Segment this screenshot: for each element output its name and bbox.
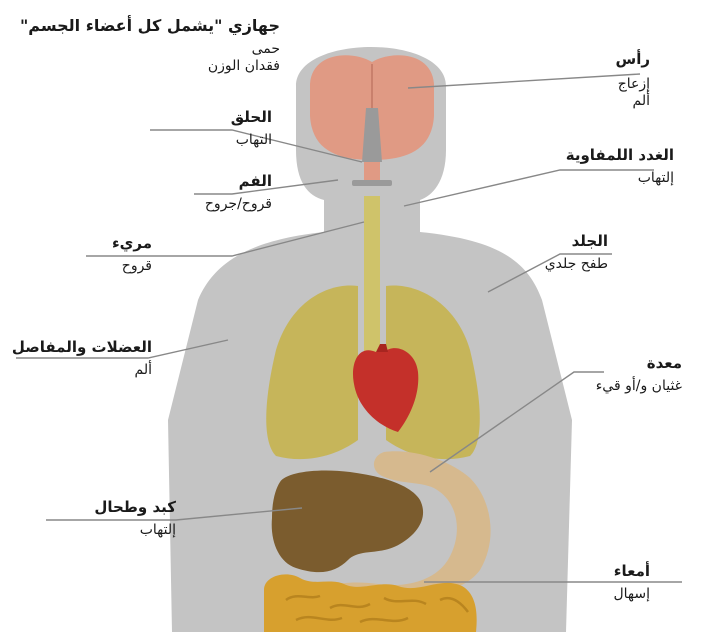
systemic-title: جهازي "يشمل كل أعضاء الجسم" [20,16,280,35]
label-esophagus: مريء قروح [112,234,152,275]
liver-symptom: إلتهاب [94,522,176,539]
systemic-symptom-fever: حمى [20,41,280,58]
label-liver-spleen: كبد وطحال إلتهاب [94,498,176,539]
head-title: رأس [616,50,650,68]
skin-title: الجلد [545,232,608,250]
esophagus-title: مريء [112,234,152,252]
mouth-title: الفم [205,172,272,190]
label-throat: الحلق التهاب [231,108,272,149]
lymph-symptom: إلتهاب [566,170,674,187]
throat-title: الحلق [231,108,272,126]
systemic-label: جهازي "يشمل كل أعضاء الجسم" حمى فقدان ال… [20,16,280,75]
stomach-title: معدة [596,354,682,372]
muscles-title: العضلات والمفاصل [12,338,152,356]
throat-symptom: التهاب [231,132,272,149]
systemic-symptom-weight-loss: فقدان الوزن [20,58,280,75]
head-symptom-2: ألم [616,93,650,110]
mouth-symptom: قروح/جروح [205,196,272,213]
label-head: رأس إزعاج ألم [616,50,650,110]
label-intestines: أمعاء إسهال [613,562,650,603]
lymph-title: الغدد اللمفاوية [566,146,674,164]
skin-symptom: طفح جلدي [545,256,608,273]
label-skin: الجلد طفح جلدي [545,232,608,273]
esophagus-tube [364,196,380,366]
oral-plate [352,180,392,186]
tonsils-nub [364,162,380,180]
intestines-title: أمعاء [613,562,650,580]
stomach-symptom: غثيان و/أو قيء [596,378,682,395]
head-symptom-1: إزعاج [616,76,650,93]
label-stomach: معدة غثيان و/أو قيء [596,354,682,395]
label-mouth: الفم قروح/جروح [205,172,272,213]
esophagus-symptom: قروح [112,258,152,275]
intestines-symptom: إسهال [613,586,650,603]
muscles-symptom: ألم [12,362,152,379]
label-muscles-joints: العضلات والمفاصل ألم [12,338,152,379]
liver-title: كبد وطحال [94,498,176,516]
label-lymph-nodes: الغدد اللمفاوية إلتهاب [566,146,674,187]
